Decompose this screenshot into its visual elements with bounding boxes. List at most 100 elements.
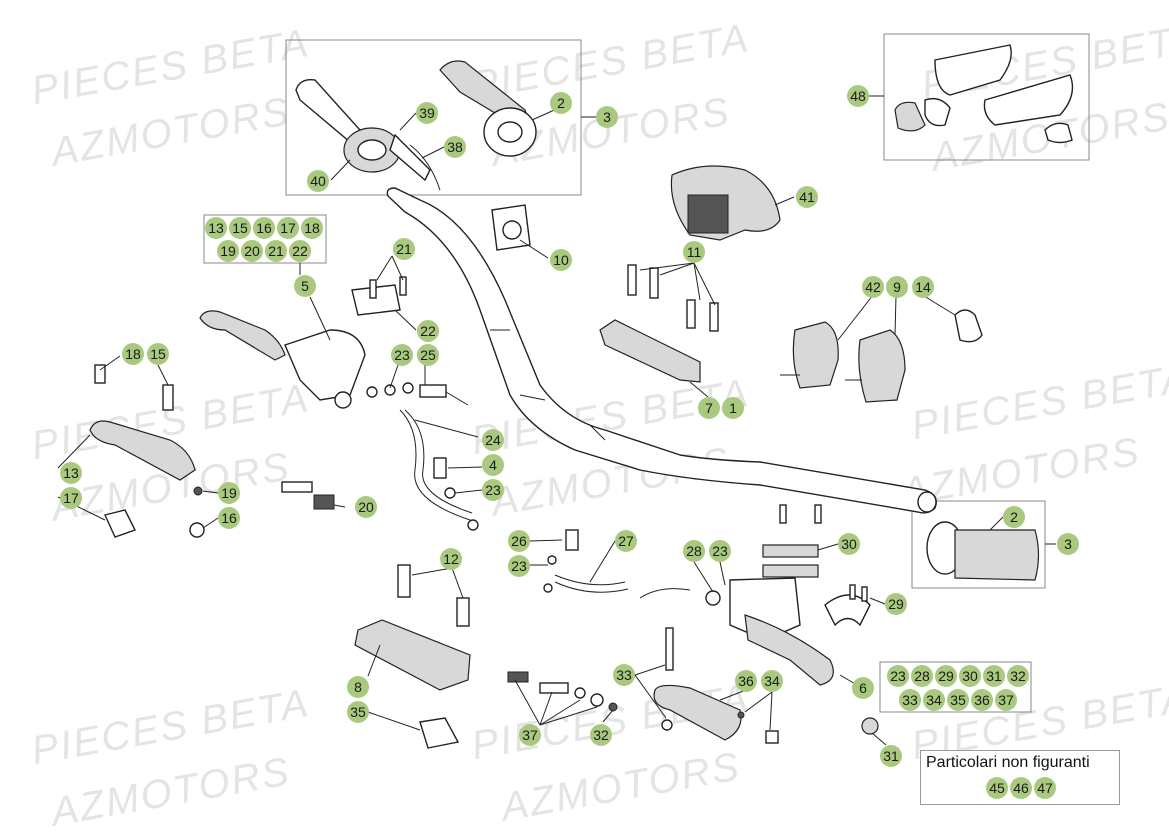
handguard-box <box>883 33 1090 161</box>
callout-30: 30 <box>838 533 860 555</box>
group5-item: 21 <box>265 240 287 262</box>
right-grip <box>926 521 1040 581</box>
banjo-4 <box>433 457 479 531</box>
callout-40: 40 <box>307 170 329 192</box>
callout-2: 2 <box>1003 506 1025 528</box>
callout-10: 10 <box>550 249 572 271</box>
callout-23: 23 <box>391 344 413 366</box>
group6-item: 35 <box>947 689 969 711</box>
pin-spring-20 <box>281 481 335 510</box>
front-brake-master <box>705 577 834 686</box>
callout-27: 27 <box>615 530 637 552</box>
callout-14: 14 <box>912 276 934 298</box>
leader-lines <box>57 95 1056 746</box>
group5-item: 19 <box>217 240 239 262</box>
group6-item: 28 <box>911 665 933 687</box>
not-shown-item: 47 <box>1034 777 1056 799</box>
lower-clamp-8 <box>354 619 471 691</box>
clamp-29 <box>824 584 871 627</box>
rear-lever-36 <box>653 627 779 744</box>
callout-32: 32 <box>590 724 612 746</box>
brake-hose-27 <box>554 574 691 599</box>
rear-brake-parts <box>507 671 618 712</box>
washers-23-a <box>366 382 414 398</box>
callout-23: 23 <box>709 540 731 562</box>
not-shown-parts-box: Particolari non figuranti 45 46 47 <box>920 750 1120 805</box>
group-6-box <box>879 661 1032 713</box>
callout-7: 7 <box>698 397 720 419</box>
bolts-12 <box>397 564 470 627</box>
nut-31 <box>861 717 879 735</box>
group5-item: 16 <box>253 217 275 239</box>
callout-9: 9 <box>886 276 908 298</box>
callout-19: 19 <box>218 482 240 504</box>
callout-35: 35 <box>347 701 369 723</box>
callout-33: 33 <box>613 664 635 686</box>
callout-18: 18 <box>122 343 144 365</box>
callout-12: 12 <box>440 548 462 570</box>
callout-29: 29 <box>885 593 907 615</box>
callout-1: 1 <box>722 397 744 419</box>
handlebar-clamp-7 <box>599 319 701 383</box>
callout-48: 48 <box>847 85 869 107</box>
callout-13: 13 <box>60 462 82 484</box>
throttle-assembly <box>295 79 441 191</box>
hot-start-lever <box>89 364 205 538</box>
group6-item: 32 <box>1007 665 1029 687</box>
callout-24: 24 <box>482 429 504 451</box>
not-shown-title: Particolari non figuranti <box>926 754 1090 771</box>
cover-22 <box>351 284 401 316</box>
screws-21 <box>369 276 407 299</box>
callout-26: 26 <box>508 530 530 552</box>
group5-item: 20 <box>241 240 263 262</box>
group6-item: 36 <box>971 689 993 711</box>
callout-23: 23 <box>508 555 530 577</box>
callout-3: 3 <box>1057 533 1079 555</box>
callout-36: 36 <box>735 670 757 692</box>
callout-31: 31 <box>880 745 902 767</box>
switch-42 <box>780 321 839 389</box>
group5-item: 15 <box>229 217 251 239</box>
group-5-box <box>203 214 327 264</box>
speedometer <box>670 165 781 241</box>
reservoir-30 <box>762 504 822 578</box>
switch-10 <box>491 204 531 251</box>
group5-item: 18 <box>301 217 323 239</box>
not-shown-item: 45 <box>986 777 1008 799</box>
callout-20: 20 <box>355 496 377 518</box>
handguards <box>894 44 1074 144</box>
callout-17: 17 <box>60 487 82 509</box>
fitting-25 <box>419 384 469 406</box>
group5-item: 17 <box>277 217 299 239</box>
callout-2: 2 <box>550 92 572 114</box>
callout-6: 6 <box>852 677 874 699</box>
callout-11: 11 <box>683 241 705 263</box>
group5-item: 22 <box>289 240 311 262</box>
group6-item: 23 <box>887 665 909 687</box>
callout-16: 16 <box>218 507 240 529</box>
group5-item: 13 <box>205 217 227 239</box>
group6-item: 29 <box>935 665 957 687</box>
group6-item: 34 <box>923 689 945 711</box>
callout-25: 25 <box>417 344 439 366</box>
callout-28: 28 <box>683 540 705 562</box>
callout-22: 22 <box>417 320 439 342</box>
callout-4: 4 <box>482 454 504 476</box>
cable-24 <box>399 409 473 521</box>
callout-41: 41 <box>796 186 818 208</box>
callout-23: 23 <box>482 479 504 501</box>
bolts-11 <box>627 264 719 332</box>
switch-9 <box>845 329 906 403</box>
callout-21: 21 <box>393 238 415 260</box>
callout-38: 38 <box>444 136 466 158</box>
banjo-bolt-26 <box>543 529 579 593</box>
callout-34: 34 <box>761 670 783 692</box>
callout-42: 42 <box>862 276 884 298</box>
left-grip <box>439 60 537 157</box>
callout-37: 37 <box>519 724 541 746</box>
not-shown-item: 46 <box>1010 777 1032 799</box>
plate-35 <box>419 717 460 749</box>
callout-39: 39 <box>416 102 438 124</box>
